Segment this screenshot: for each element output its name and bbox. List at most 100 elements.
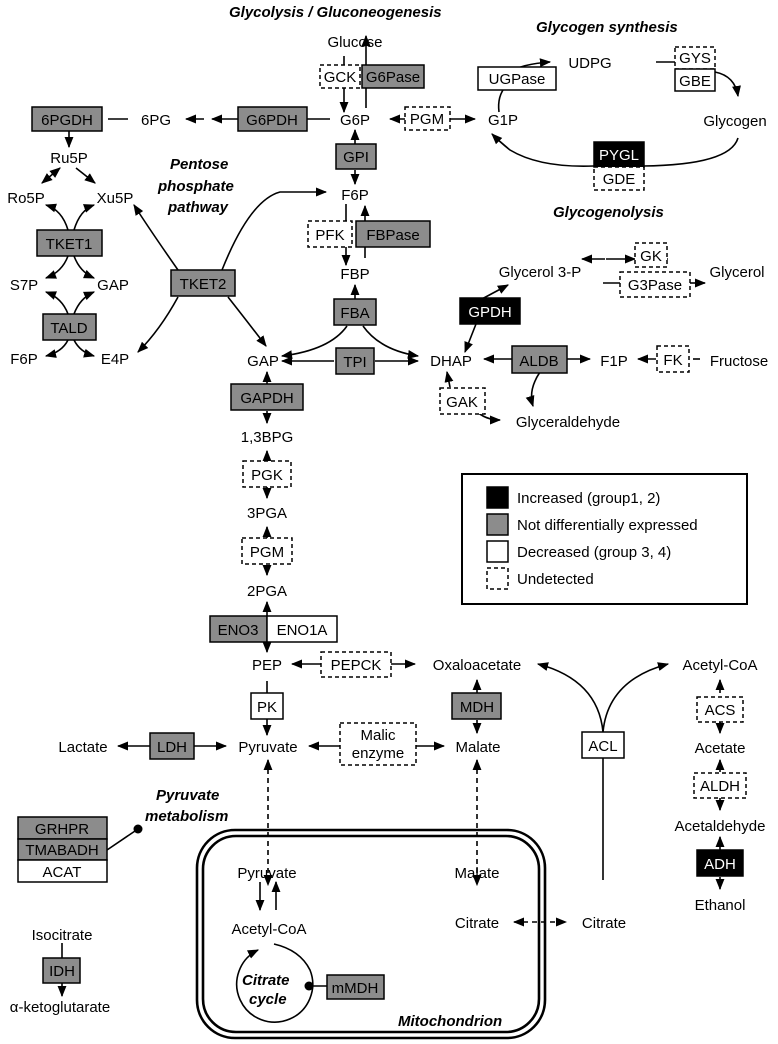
metabolite-xu5p: Xu5P bbox=[97, 190, 134, 207]
enzyme-tket2[interactable]: TKET2 bbox=[170, 269, 236, 297]
enzyme-label: GPI bbox=[343, 149, 369, 166]
enzyme-pk[interactable]: PK bbox=[250, 692, 284, 720]
enzyme-tald[interactable]: TALD bbox=[42, 313, 97, 341]
enzyme-eno1a[interactable]: ENO1A bbox=[266, 615, 338, 643]
enzyme-box bbox=[439, 387, 486, 415]
enzyme-fbpase[interactable]: FBPase bbox=[355, 220, 431, 248]
enzyme-6pgdh[interactable]: 6PGDH bbox=[31, 106, 103, 132]
enzyme-g3pase[interactable]: G3Pase bbox=[619, 271, 691, 298]
section-titles: Glycolysis / Gluconeogenesis Glycogen sy… bbox=[145, 4, 678, 1030]
enzyme-tmabadh[interactable]: TMABADH bbox=[17, 838, 108, 861]
enzyme-idh[interactable]: IDH bbox=[42, 957, 81, 984]
enzyme-acl[interactable]: ACL bbox=[581, 731, 625, 759]
metabolite-g6p: G6P bbox=[340, 112, 370, 129]
metabolite-dhap: DHAP bbox=[430, 353, 472, 370]
enzyme-box bbox=[581, 731, 625, 759]
enzyme-label: TKET2 bbox=[180, 276, 227, 293]
enzyme-label: TALD bbox=[50, 320, 87, 337]
metabolite-glycerol-3p: Glycerol 3-P bbox=[499, 264, 582, 281]
metabolite-mito-acetyl-coa: Acetyl-CoA bbox=[231, 921, 306, 938]
enzyme-label: PGM bbox=[250, 544, 284, 561]
legend-swatch-increased bbox=[486, 486, 509, 509]
enzyme-mmdh[interactable]: mMDH bbox=[326, 974, 385, 1000]
enzyme-grhpr[interactable]: GRHPR bbox=[17, 816, 108, 840]
legend: Increased (group1, 2) Not differentially… bbox=[461, 473, 748, 605]
metabolite-acetaldehyde: Acetaldehyde bbox=[675, 818, 766, 835]
enzyme-gk[interactable]: GK bbox=[634, 242, 668, 268]
enzyme-pepck[interactable]: PEPCK bbox=[320, 651, 392, 678]
enzyme-g6pdh[interactable]: G6PDH bbox=[237, 106, 308, 132]
metabolite-pyruvate: Pyruvate bbox=[238, 739, 297, 756]
enzyme-label: ACL bbox=[588, 738, 617, 755]
metabolite-f6p-ppp: F6P bbox=[10, 351, 38, 368]
legend-label-increased: Increased (group1, 2) bbox=[517, 490, 660, 507]
enzyme-pgm-1[interactable]: PGM bbox=[404, 106, 451, 131]
enzymes: GCK G6Pase PGM UGPase GYS GBE PYGL GDE G… bbox=[17, 46, 747, 1000]
enzyme-mdh[interactable]: MDH bbox=[451, 692, 502, 720]
enzyme-pgk[interactable]: PGK bbox=[242, 460, 292, 488]
enzyme-label: G6PDH bbox=[246, 112, 298, 129]
enzyme-pygl[interactable]: PYGL bbox=[593, 141, 645, 168]
enzyme-acat[interactable]: ACAT bbox=[17, 859, 108, 883]
enzyme-label: TKET1 bbox=[46, 236, 93, 253]
metabolite-malate: Malate bbox=[455, 739, 500, 756]
enzyme-box bbox=[634, 242, 668, 268]
enzyme-box bbox=[242, 460, 292, 488]
enzyme-gbe[interactable]: GBE bbox=[674, 68, 716, 92]
enzyme-aldb[interactable]: ALDB bbox=[511, 345, 568, 374]
metabolite-udpg: UDPG bbox=[568, 55, 611, 72]
title-glycogenolysis: Glycogenolysis bbox=[553, 204, 664, 221]
enzyme-eno3[interactable]: ENO3 bbox=[209, 615, 268, 643]
enzyme-pfk[interactable]: PFK bbox=[307, 220, 353, 248]
enzyme-gys[interactable]: GYS bbox=[674, 46, 716, 70]
title-citrate-1: Citrate bbox=[242, 972, 290, 989]
enzyme-fk[interactable]: FK bbox=[656, 345, 690, 373]
enzyme-label: G6Pase bbox=[366, 69, 420, 86]
enzyme-label: 6PGDH bbox=[41, 112, 93, 129]
enzyme-adh[interactable]: ADH bbox=[696, 849, 744, 877]
enzyme-label: GRHPR bbox=[35, 821, 89, 838]
metabolite-citrate: Citrate bbox=[582, 915, 626, 932]
enzyme-box bbox=[170, 269, 236, 297]
enzyme-gpdh[interactable]: GPDH bbox=[459, 297, 521, 325]
enzyme-gapdh[interactable]: GAPDH bbox=[230, 383, 304, 411]
enzyme-gde[interactable]: GDE bbox=[593, 166, 645, 191]
enzyme-label: GAK bbox=[446, 394, 478, 411]
enzyme-ldh[interactable]: LDH bbox=[149, 732, 195, 760]
enzyme-ugpase[interactable]: UGPase bbox=[477, 66, 557, 91]
enzyme-acs[interactable]: ACS bbox=[696, 696, 744, 723]
enzyme-gck[interactable]: GCK bbox=[319, 64, 361, 89]
enzyme-label: PYGL bbox=[599, 147, 639, 164]
enzyme-box bbox=[361, 64, 425, 89]
enzyme-box bbox=[149, 732, 195, 760]
enzyme-pgm-2[interactable]: PGM bbox=[241, 537, 293, 565]
metabolite-glycogen: Glycogen bbox=[703, 113, 766, 130]
enzyme-tpi[interactable]: TPI bbox=[335, 347, 375, 375]
enzyme-label: FK bbox=[663, 352, 682, 369]
enzyme-box bbox=[36, 229, 103, 257]
enzyme-label: ADH bbox=[704, 856, 736, 873]
enzyme-box bbox=[619, 271, 691, 298]
legend-swatch-not-differential bbox=[486, 513, 509, 536]
enzyme-g6pase[interactable]: G6Pase bbox=[361, 64, 425, 89]
enzyme-box bbox=[42, 313, 97, 341]
enzyme-label: Malic bbox=[360, 727, 396, 744]
metabolite-2pga: 2PGA bbox=[247, 583, 287, 600]
title-glycolysis: Glycolysis / Gluconeogenesis bbox=[229, 4, 442, 21]
enzyme-label: GCK bbox=[324, 69, 357, 86]
enzyme-gpi[interactable]: GPI bbox=[335, 143, 377, 170]
enzyme-label: PFK bbox=[315, 227, 344, 244]
metabolite-g1p: G1P bbox=[488, 112, 518, 129]
enzyme-label: IDH bbox=[49, 963, 75, 980]
enzyme-label: ALDH bbox=[700, 778, 740, 795]
enzyme-gak[interactable]: GAK bbox=[439, 387, 486, 415]
enzyme-box bbox=[339, 722, 417, 766]
legend-swatch-undetected bbox=[486, 567, 509, 590]
enzyme-fba[interactable]: FBA bbox=[333, 298, 377, 326]
title-pentose-1: Pentose bbox=[170, 156, 228, 173]
enzyme-aldh[interactable]: ALDH bbox=[693, 772, 747, 799]
enzyme-label: PGM bbox=[410, 111, 444, 128]
metabolite-fbp: FBP bbox=[340, 266, 369, 283]
enzyme-tket1[interactable]: TKET1 bbox=[36, 229, 103, 257]
